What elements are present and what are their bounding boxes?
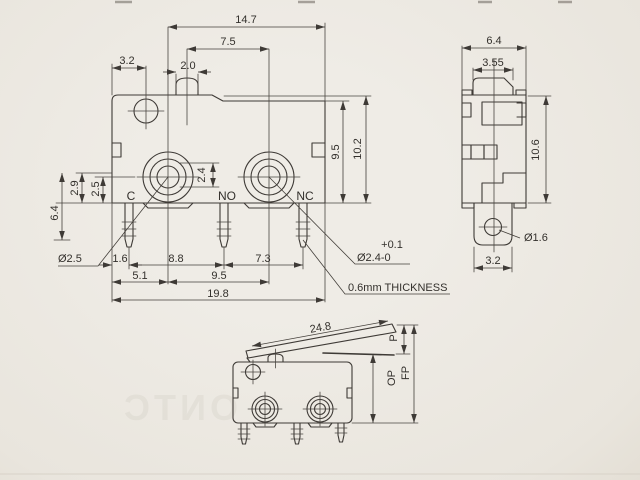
callout-tab-hole: Ø1.6 xyxy=(524,232,548,244)
extension-lines xyxy=(53,22,372,303)
side-extension-lines xyxy=(461,45,552,273)
terminal-label-common: C xyxy=(127,189,136,203)
side-mid-block-2 xyxy=(483,144,498,160)
lever-pedestals xyxy=(252,422,333,428)
dim-2-5: 2.5 xyxy=(90,181,102,196)
side-inner-detail xyxy=(481,101,523,126)
terminal-label-nc: NC xyxy=(296,189,314,203)
callout-pin-diameter: Ø2.5 xyxy=(58,253,82,265)
lever-dimension-lines xyxy=(251,319,417,423)
dim-9-5-right: 9.5 xyxy=(330,144,342,159)
lever-edge-notches xyxy=(232,387,353,399)
dim-5-1: 5.1 xyxy=(132,270,147,282)
lever-hole-crosshair xyxy=(240,359,266,385)
dim-6-4-side: 6.4 xyxy=(486,35,501,47)
dim-7-3: 7.3 xyxy=(255,253,270,265)
dim-1-6: 1.6 xyxy=(112,253,127,265)
callout-tolerance-plus: +0.1 xyxy=(381,239,403,251)
switch-body-outline xyxy=(111,94,326,204)
front-view: 14.7 7.5 3.2 2.0 9.5 10.2 2.4 2.9 2.5 6.… xyxy=(49,14,450,303)
dim-8-8: 8.8 xyxy=(168,253,183,265)
side-lower-step xyxy=(481,172,527,204)
boss-pedestals xyxy=(142,202,295,209)
callout-boss-hole: Ø2.4-0 xyxy=(357,252,391,264)
dim-14-7: 14.7 xyxy=(235,14,256,26)
dim-19-8: 19.8 xyxy=(207,288,228,300)
callout-thickness: 0.6mm THICKNESS xyxy=(348,282,447,294)
centerlines xyxy=(127,26,270,285)
terminal-label-no: NO xyxy=(218,189,236,203)
side-dimension-lines xyxy=(462,45,549,271)
dim-9-5-bottom: 9.5 xyxy=(211,270,226,282)
dim-3-2: 3.2 xyxy=(119,55,134,67)
dim-10-2: 10.2 xyxy=(352,138,364,159)
leader-boss-hole xyxy=(268,176,410,265)
dim-pretravel: P xyxy=(388,334,400,341)
dim-7-5: 7.5 xyxy=(220,36,235,48)
left-edge-notch xyxy=(111,142,122,158)
side-mid-block-1 xyxy=(470,144,485,160)
ghost-bleedthrough-text: ONTC xyxy=(120,387,238,428)
dim-2-9: 2.9 xyxy=(69,180,81,195)
dim-10-6: 10.6 xyxy=(530,139,542,160)
dim-2-4: 2.4 xyxy=(196,167,208,182)
right-edge-notch xyxy=(311,142,326,158)
dim-2-0: 2.0 xyxy=(180,60,195,72)
dim-24-8: 24.8 xyxy=(309,320,332,336)
dimension-lines xyxy=(59,24,369,303)
dim-operating-position: OP xyxy=(386,370,398,386)
dim-6-4-left: 6.4 xyxy=(49,205,61,220)
leader-tab-hole xyxy=(498,229,521,239)
terminal-pins xyxy=(121,202,311,248)
side-terminal-tab xyxy=(473,202,513,246)
dim-free-position: FP xyxy=(400,366,412,380)
lever-body-outline xyxy=(232,361,353,424)
dim-3-55: 3.55 xyxy=(482,57,503,69)
leader-thickness xyxy=(302,239,450,295)
lever-pressed-position-line xyxy=(322,352,395,356)
leader-pin-diameter xyxy=(58,176,169,267)
side-view: 6.4 3.55 10.6 Ø1.6 3.2 xyxy=(461,35,552,273)
lever-boss-right xyxy=(302,391,338,427)
dim-3-2-side: 3.2 xyxy=(485,255,500,267)
side-plunger xyxy=(472,77,514,96)
lever-pins xyxy=(237,422,348,445)
side-centerlines xyxy=(478,59,508,253)
lever-view: 24.8 P OP FP xyxy=(232,319,419,445)
lever-boss-left xyxy=(247,391,283,427)
